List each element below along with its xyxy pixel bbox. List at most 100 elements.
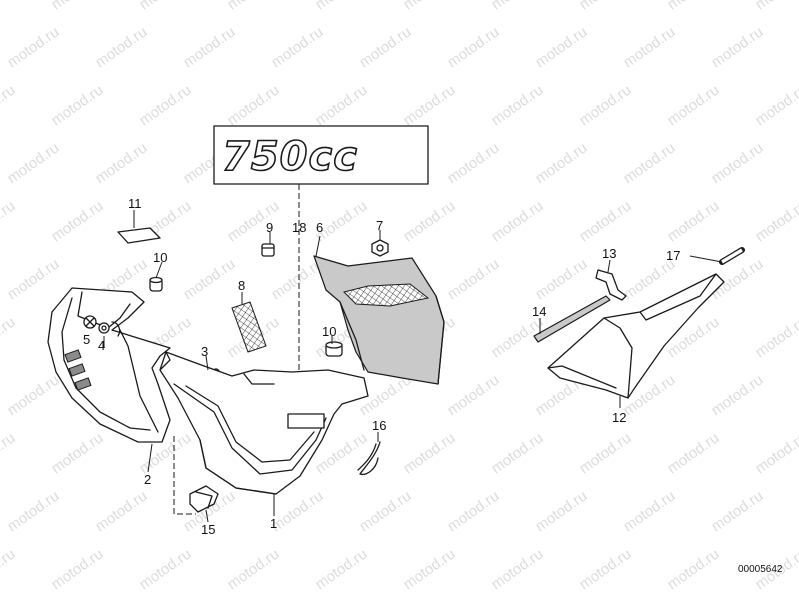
- watermark-text: motod.ru: [664, 545, 722, 593]
- watermark-text: motod.ru: [180, 255, 238, 303]
- watermark-text: motod.ru: [576, 545, 634, 593]
- watermark-text: motod.ru: [0, 545, 18, 593]
- callout-17: 17: [666, 248, 680, 263]
- emblem-text: 750cc: [222, 134, 358, 180]
- callout-11: 11: [128, 196, 142, 211]
- watermark-text: motod.ru: [752, 81, 799, 129]
- watermark-text: motod.ru: [400, 197, 458, 245]
- callout-15: 15: [201, 522, 215, 537]
- watermark-text: motod.ru: [664, 0, 722, 13]
- watermark-text: motod.ru: [576, 0, 634, 13]
- callout-9: 9: [266, 220, 273, 235]
- watermark-text: motod.ru: [532, 487, 590, 535]
- leader-lines: [103, 210, 723, 523]
- watermark-text: motod.ru: [400, 545, 458, 593]
- watermark-text: motod.ru: [4, 371, 62, 419]
- watermark-text: motod.ru: [92, 487, 150, 535]
- part-washer-4: [98, 322, 110, 334]
- watermark-text: motod.ru: [268, 23, 326, 71]
- watermark-text: motod.ru: [752, 197, 799, 245]
- watermark-text: motod.ru: [312, 81, 370, 129]
- part-grommet-10b: [325, 341, 343, 357]
- callout-18: 18: [292, 220, 306, 235]
- watermark-text: motod.ru: [576, 429, 634, 477]
- watermark-text: motod.ru: [620, 23, 678, 71]
- callout-12: 12: [612, 410, 626, 425]
- watermark-text: motod.ru: [488, 0, 546, 13]
- part-panel-6: [313, 255, 445, 385]
- part-mesh-8: [231, 301, 267, 353]
- watermark-text: motod.ru: [92, 23, 150, 71]
- part-pin-17: [719, 247, 745, 265]
- watermark-text: motod.ru: [620, 139, 678, 187]
- watermark-text: motod.ru: [356, 487, 414, 535]
- watermark-text: motod.ru: [48, 81, 106, 129]
- watermark-text: motod.ru: [136, 81, 194, 129]
- watermark-text: motod.ru: [708, 23, 766, 71]
- watermark-text: motod.ru: [664, 429, 722, 477]
- part-nut-7: [371, 239, 389, 257]
- watermark-text: motod.ru: [620, 487, 678, 535]
- part-spring-16: [357, 441, 381, 476]
- watermark-text: motod.ru: [224, 81, 282, 129]
- part-clip-15: [189, 485, 219, 513]
- watermark-text: motod.ru: [400, 81, 458, 129]
- watermark-text: motod.ru: [92, 139, 150, 187]
- watermark-text: motod.ru: [48, 197, 106, 245]
- watermark-text: motod.ru: [224, 545, 282, 593]
- watermark-text: motod.ru: [708, 371, 766, 419]
- watermark-text: motod.ru: [48, 0, 106, 13]
- watermark-text: motod.ru: [48, 429, 106, 477]
- watermark-text: motod.ru: [400, 429, 458, 477]
- watermark-text: motod.ru: [312, 0, 370, 13]
- watermark-text: motod.ru: [400, 0, 458, 13]
- part-decal-11: [117, 227, 161, 244]
- watermark-text: motod.ru: [444, 23, 502, 71]
- watermark-text: motod.ru: [136, 545, 194, 593]
- watermark-text: motod.ru: [664, 81, 722, 129]
- watermark-text: motod.ru: [0, 429, 18, 477]
- callout-4: 4: [98, 338, 105, 353]
- callout-10-upper: 10: [153, 250, 167, 265]
- callout-13: 13: [602, 246, 616, 261]
- watermark-text: motod.ru: [444, 139, 502, 187]
- watermark-text: motod.ru: [752, 429, 799, 477]
- watermark-text: motod.ru: [0, 197, 18, 245]
- watermark-text: motod.ru: [444, 255, 502, 303]
- watermark-text: motod.ru: [224, 197, 282, 245]
- watermark-text: motod.ru: [576, 81, 634, 129]
- emblem-750cc: 750cc: [213, 125, 429, 185]
- watermark-text: motod.ru: [444, 371, 502, 419]
- part-screw-5: [83, 315, 97, 329]
- callout-7: 7: [376, 218, 383, 233]
- watermark-text: motod.ru: [708, 139, 766, 187]
- watermark-text: motod.ru: [532, 23, 590, 71]
- watermark-text: motod.ru: [576, 197, 634, 245]
- watermark-text: motod.ru: [0, 0, 18, 13]
- callout-1: 1: [270, 516, 277, 531]
- watermark-text: motod.ru: [4, 255, 62, 303]
- callout-3: 3: [201, 344, 208, 359]
- watermark-text: motod.ru: [4, 139, 62, 187]
- reference-number: 00005642: [738, 564, 783, 575]
- part-strip-14: [533, 295, 611, 343]
- part-clip-9: [261, 243, 275, 257]
- watermark-text: motod.ru: [488, 197, 546, 245]
- watermark-text: motod.ru: [752, 313, 799, 361]
- callouts: 11 10 9 18 6 7 8 3 5 4 10 16 2 15 1 13 1…: [83, 196, 680, 537]
- callout-6: 6: [316, 220, 323, 235]
- watermark-text: motod.ru: [664, 197, 722, 245]
- part-right-cover-12: [547, 273, 725, 399]
- watermark-text: motod.ru: [136, 0, 194, 13]
- watermark-text: motod.ru: [444, 487, 502, 535]
- watermark-text: motod.ru: [488, 81, 546, 129]
- watermark-text: motod.ru: [532, 255, 590, 303]
- watermark-text: motod.ru: [0, 81, 18, 129]
- part-side-cover-2: [47, 287, 171, 443]
- watermark-text: motod.ru: [180, 23, 238, 71]
- watermark-text: motod.ru: [4, 23, 62, 71]
- callout-5: 5: [83, 332, 90, 347]
- watermark-text: motod.ru: [356, 23, 414, 71]
- watermark-text: motod.ru: [532, 139, 590, 187]
